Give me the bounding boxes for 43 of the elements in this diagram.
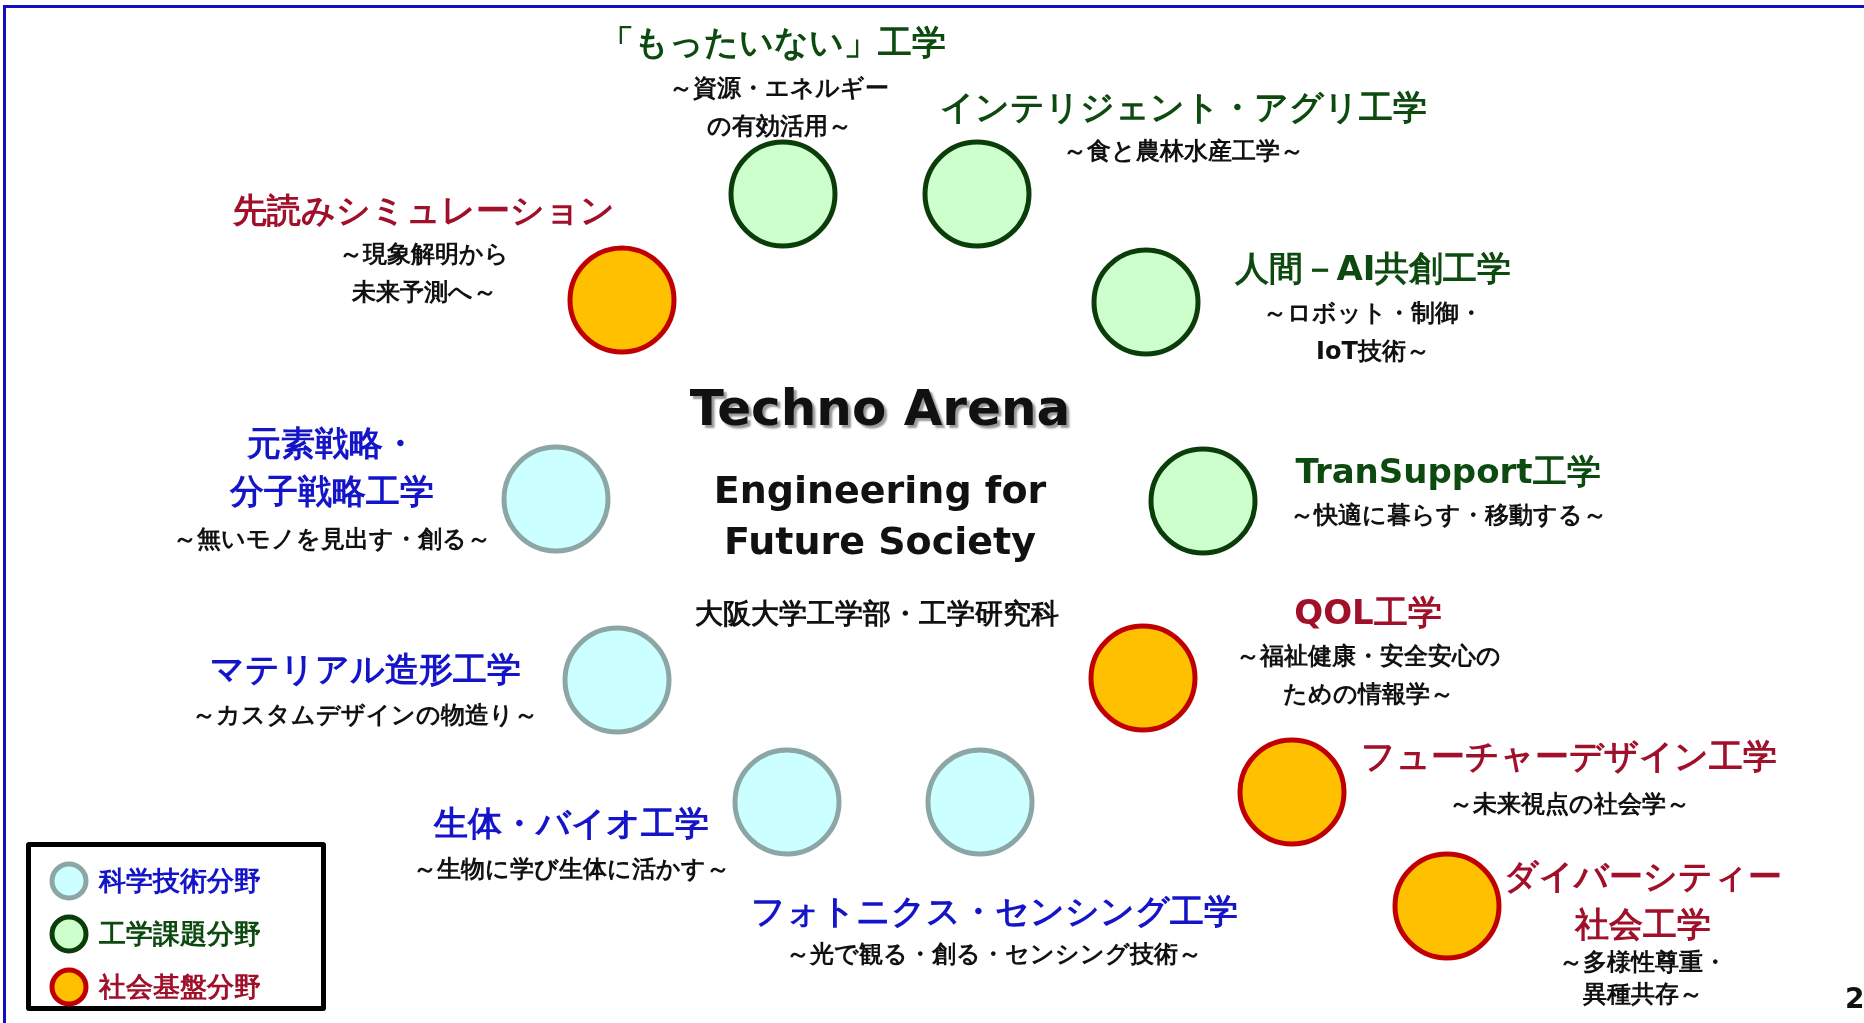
topic-title: QOL工学 [1294, 591, 1442, 634]
topic-subtitle: ～光で観る・創る・センシング技術～ [786, 939, 1202, 970]
topic-circle [501, 444, 611, 554]
topic-subtitle: ～食と農林水産工学～ [1062, 136, 1304, 167]
legend-label: 科学技術分野 [99, 864, 261, 898]
topic-circle [925, 747, 1035, 857]
topic-circle [1091, 247, 1201, 357]
topic-circle [1392, 851, 1502, 961]
topic-subtitle: ～未来視点の社会学～ [1448, 789, 1690, 820]
topic-title: ダイバーシティー社会工学 [1504, 855, 1782, 946]
topic-circle [562, 625, 672, 735]
topic-title: 先読みシミュレーション [233, 189, 615, 232]
page-number: 2 [1845, 981, 1864, 1017]
topic-title: 生体・バイオ工学 [433, 802, 709, 845]
topic-subtitle: ～無いモノを見出す・創る～ [173, 524, 491, 555]
topic-subtitle: ～多様性尊重・異種共存～ [1559, 947, 1727, 1010]
topic-circle [1237, 737, 1347, 847]
topic-title: TranSupport工学 [1295, 450, 1601, 493]
title: Techno Arena [689, 378, 1071, 438]
topic-subtitle: ～資源・エネルギーの有効活用～ [669, 73, 889, 142]
topic-subtitle: ～福祉健康・安全安心のための情報学～ [1235, 641, 1501, 710]
topic-title: 「もったいない」工学 [600, 21, 946, 64]
topic-title: マテリアル造形工学 [209, 648, 521, 691]
subtitle: Engineering for Future Society [712, 466, 1048, 565]
topic-subtitle: ～現象解明から未来予測へ～ [339, 239, 509, 308]
topic-subtitle: ～生物に学び生体に活かす～ [412, 854, 730, 885]
topic-subtitle: ～快適に暮らす・移動する～ [1289, 500, 1607, 531]
legend-label: 社会基盤分野 [99, 970, 261, 1004]
topic-subtitle: ～ロボット・制御・IoT技術～ [1263, 298, 1483, 367]
topic-circle [567, 245, 677, 355]
topic-subtitle: ～カスタムデザインの物造り～ [192, 700, 538, 731]
topic-circle [732, 747, 842, 857]
institution-name: 大阪大学工学部・工学研究科 [695, 596, 1059, 632]
legend-label: 工学課題分野 [99, 917, 261, 951]
topic-title: 人間－AI共創工学 [1234, 247, 1512, 290]
topic-circle [922, 139, 1032, 249]
topic-circle [1088, 623, 1198, 733]
topic-title: 元素戦略・分子戦略工学 [230, 422, 434, 513]
topic-circle [728, 139, 838, 249]
topic-circle [1148, 446, 1258, 556]
topic-title: インテリジェント・アグリ工学 [939, 86, 1427, 129]
topic-title: フューチャーデザイン工学 [1361, 735, 1777, 778]
topic-title: フォトニクス・センシング工学 [750, 890, 1238, 933]
